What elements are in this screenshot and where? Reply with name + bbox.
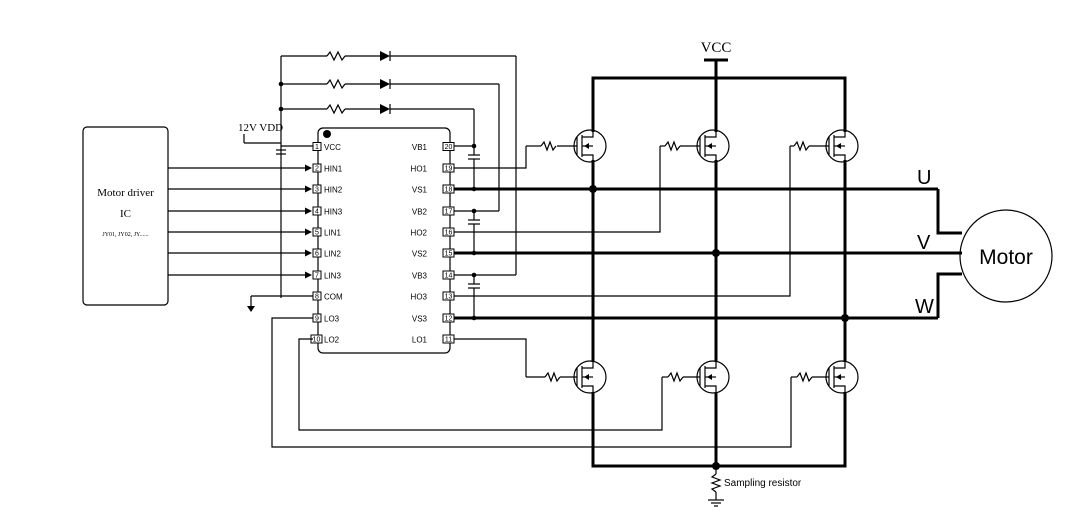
pin-name: COM (324, 293, 343, 302)
pin-name: LIN2 (324, 250, 341, 259)
pin-name: VS2 (412, 250, 428, 259)
pin-num: 2 (315, 166, 319, 173)
signal-lines (168, 164, 312, 279)
pin-num: 4 (315, 209, 319, 216)
pin-name: LO3 (324, 315, 340, 324)
mosfet-high-2 (454, 129, 730, 233)
driver-title-line1: Motor driver (97, 187, 154, 199)
pin-num: 20 (445, 144, 453, 151)
phase-buses: U V W (454, 167, 962, 322)
motor-icon (959, 209, 1053, 303)
chip-left-pins: 1 VCC 2 HIN1 3 HIN2 4 HIN3 5 LIN1 6 LIN2… (310, 142, 343, 345)
mosfet-low-3 (271, 317, 859, 448)
resistor-icon (326, 78, 346, 90)
pin-name: HIN2 (324, 186, 343, 195)
diode-icon (380, 104, 390, 114)
motor-label: Motor (979, 246, 1033, 269)
pin-name: LIN1 (324, 229, 341, 238)
gate-driver-chip (317, 127, 451, 354)
pin-num: 6 (315, 251, 319, 258)
pin-num: 8 (315, 294, 319, 301)
resistor-icon (540, 140, 557, 152)
pin-num: 12 (445, 316, 453, 323)
pin-num: 14 (445, 273, 453, 280)
pin-name: VS3 (412, 315, 428, 324)
pin-name: VB2 (412, 208, 428, 217)
motor: Motor (959, 209, 1053, 303)
vcc-rail: VCC (591, 40, 847, 132)
pin-num: 18 (445, 187, 453, 194)
diode-icon (380, 51, 390, 61)
pin-name: HIN1 (324, 165, 343, 174)
resistor-icon (667, 371, 684, 383)
driver-title-line2: IC (120, 208, 131, 220)
mosfet-high-3 (454, 129, 859, 297)
sampling-resistor: Sampling resistor (708, 466, 802, 507)
pin-num: 13 (445, 294, 453, 301)
diode-icon (380, 79, 390, 89)
pin-name: HO1 (411, 165, 428, 174)
resistor-icon (664, 140, 681, 152)
pin-name: VS1 (412, 186, 428, 195)
pin-num: 3 (315, 187, 319, 194)
pin-num: 19 (445, 166, 453, 173)
resistor-icon (710, 473, 722, 493)
phase-w-label: W (915, 296, 934, 318)
resistor-icon (326, 103, 346, 115)
vcc-label: VCC (701, 40, 732, 56)
mosfet-high-1 (454, 129, 607, 169)
driver-models: JY01, JY02, JY...... (102, 232, 149, 238)
pin1-marker (323, 130, 331, 138)
pin-num: 10 (313, 337, 321, 344)
pin-num: 1 (315, 144, 319, 151)
pin-name: VCC (324, 143, 341, 152)
pin-name: HO2 (411, 229, 428, 238)
resistor-icon (796, 371, 813, 383)
pin-name: LO1 (412, 336, 428, 345)
pin-num: 17 (445, 209, 453, 216)
pin-num: 9 (315, 316, 319, 323)
pin-name: HIN3 (324, 208, 343, 217)
mosfet-low-2 (298, 338, 730, 431)
chip-right-pins: VB1 20 HO1 19 VS1 18 VB2 17 HO2 16 VS2 1… (411, 142, 455, 345)
resistor-icon (326, 50, 346, 62)
resistor-icon (544, 371, 561, 383)
pin-name: LIN3 (324, 272, 341, 281)
bootstrap-chain-3 (281, 103, 475, 147)
pin-num: 5 (315, 230, 319, 237)
bootstrap-chain-1 (281, 50, 517, 276)
pin-name: VB3 (412, 272, 428, 281)
pin-num: 15 (445, 251, 453, 258)
motor-driver-ic-box (82, 126, 169, 306)
pin-num: 11 (445, 337, 452, 344)
mosfet-low-1 (454, 338, 607, 394)
vdd-label: 12V VDD (238, 122, 283, 134)
pin-name: VB1 (412, 143, 428, 152)
phase-v-label: V (917, 232, 931, 254)
vdd-supply: 12V VDD (238, 56, 313, 312)
pin-num: 7 (315, 273, 319, 280)
bridge-legs (591, 160, 847, 470)
pin-name: HO3 (411, 293, 428, 302)
sampling-resistor-label: Sampling resistor (724, 478, 802, 489)
pin-name: LO2 (324, 336, 340, 345)
pin-num: 16 (445, 230, 453, 237)
resistor-icon (793, 140, 810, 152)
phase-u-label: U (917, 167, 931, 189)
